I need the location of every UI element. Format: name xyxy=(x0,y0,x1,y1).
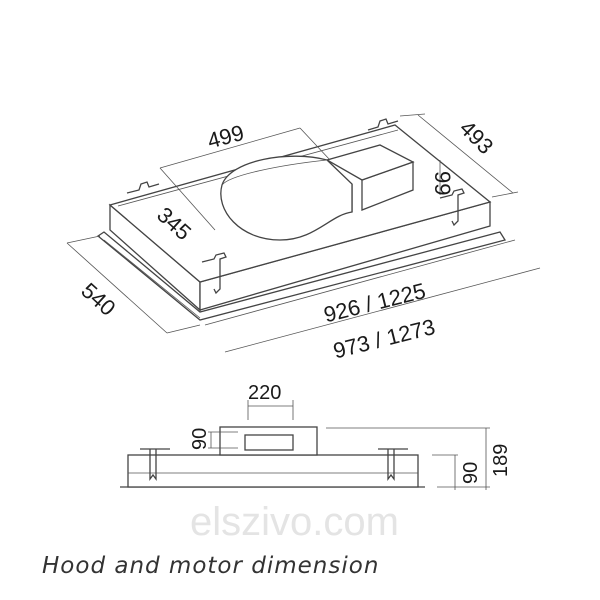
hood-body xyxy=(127,454,419,488)
bracket xyxy=(378,448,408,481)
bracket xyxy=(439,188,465,227)
dim-493: 493 xyxy=(455,115,499,159)
motor-housing xyxy=(220,155,353,241)
dim-540: 540 xyxy=(76,278,120,321)
caption: Hood and motor dimension xyxy=(42,553,380,579)
bracket xyxy=(140,448,170,481)
motor-top xyxy=(325,144,415,181)
bracket xyxy=(367,118,399,131)
dim-90-outlet: 90 xyxy=(189,428,211,450)
hood-side-view: 220 90 90 189 xyxy=(120,382,512,490)
hood-flange xyxy=(96,231,507,321)
bracket xyxy=(126,181,160,194)
dim-499: 499 xyxy=(205,120,247,154)
motor-outlet xyxy=(244,434,294,451)
hood-isometric xyxy=(96,118,507,321)
motor-body xyxy=(219,426,318,456)
bracket xyxy=(201,252,227,295)
dim-90-hood: 90 xyxy=(460,462,482,484)
watermark: elszivo.com xyxy=(190,500,399,544)
dim-189: 189 xyxy=(490,444,512,477)
dim-220: 220 xyxy=(248,382,281,404)
dim-99: 99 xyxy=(430,171,455,195)
